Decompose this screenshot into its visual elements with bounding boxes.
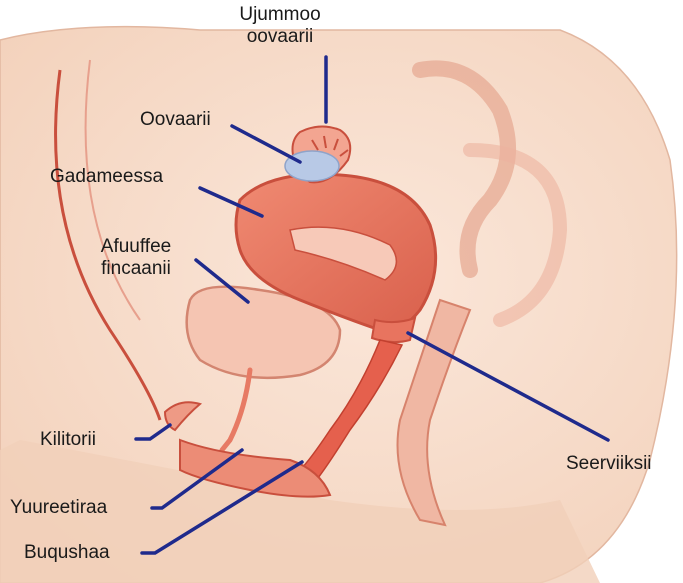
label-bladder-line2: fincaanii xyxy=(76,258,196,280)
ovary-shape xyxy=(285,151,339,181)
label-bladder-line1: Afuuffee xyxy=(76,236,196,258)
label-urethra: Yuureetiraa xyxy=(10,497,107,519)
label-cervix: Seerviiksii xyxy=(566,453,652,475)
label-ovary: Oovaarii xyxy=(140,109,211,131)
label-fallopian-tube: Ujummoo oovaarii xyxy=(220,4,340,48)
label-bladder: Afuuffee fincaanii xyxy=(76,236,196,280)
cervix-shape xyxy=(372,318,415,342)
label-vagina: Buqushaa xyxy=(24,542,110,564)
label-fallopian-tube-line1: Ujummoo xyxy=(220,4,340,26)
label-fallopian-tube-line2: oovaarii xyxy=(220,26,340,48)
label-uterus: Gadameessa xyxy=(50,166,163,188)
label-clitoris: Kilitorii xyxy=(40,429,96,451)
